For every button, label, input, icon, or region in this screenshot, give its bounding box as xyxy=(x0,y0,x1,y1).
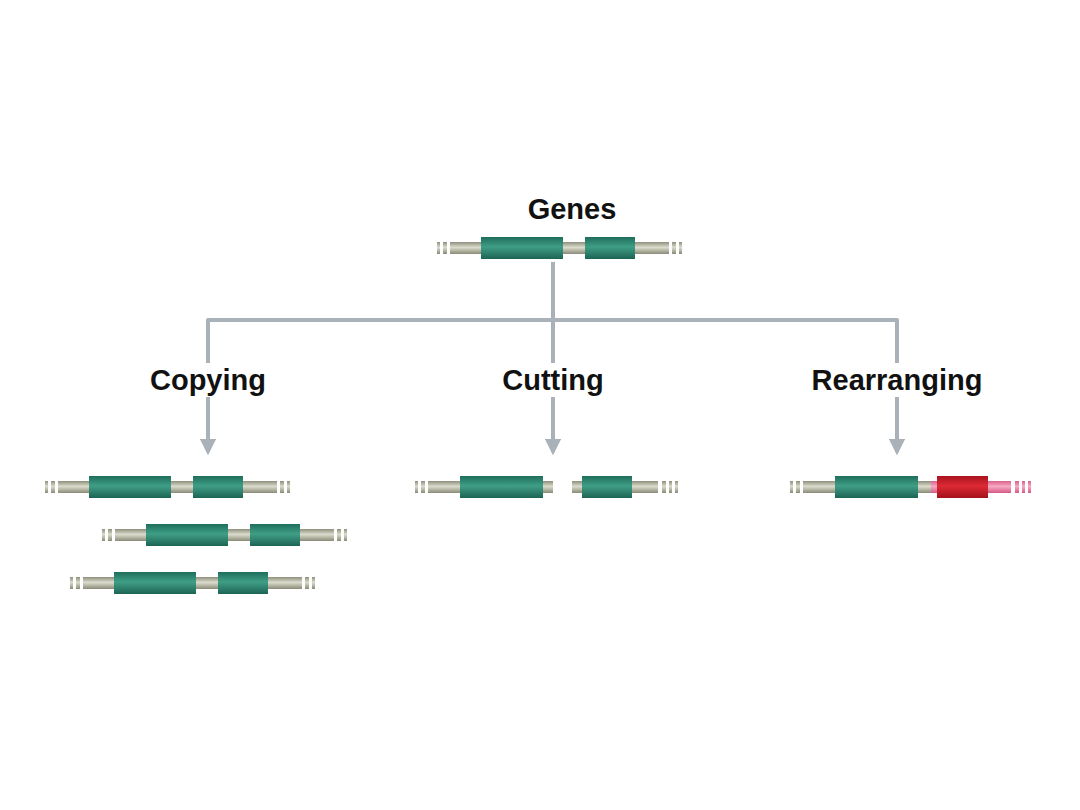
gene-cut xyxy=(415,476,678,498)
gene-node: Genes xyxy=(437,234,682,262)
heading-label: Copying xyxy=(144,363,272,397)
branch-arrow xyxy=(208,262,553,452)
cutting-node: Cutting xyxy=(415,452,680,500)
branch-arrow xyxy=(553,262,897,452)
heading-label: Genes xyxy=(522,192,623,226)
heading-label: Rearranging xyxy=(806,363,989,397)
gene-copy xyxy=(45,476,290,498)
rearranging-node: Rearranging xyxy=(788,452,1035,500)
gene-copy xyxy=(70,572,315,594)
gene-bar xyxy=(437,237,682,259)
heading-label: Cutting xyxy=(496,363,609,397)
gene-rearranged xyxy=(790,476,1031,498)
copying-node: Copying xyxy=(45,452,348,598)
gene-copy xyxy=(102,524,347,546)
